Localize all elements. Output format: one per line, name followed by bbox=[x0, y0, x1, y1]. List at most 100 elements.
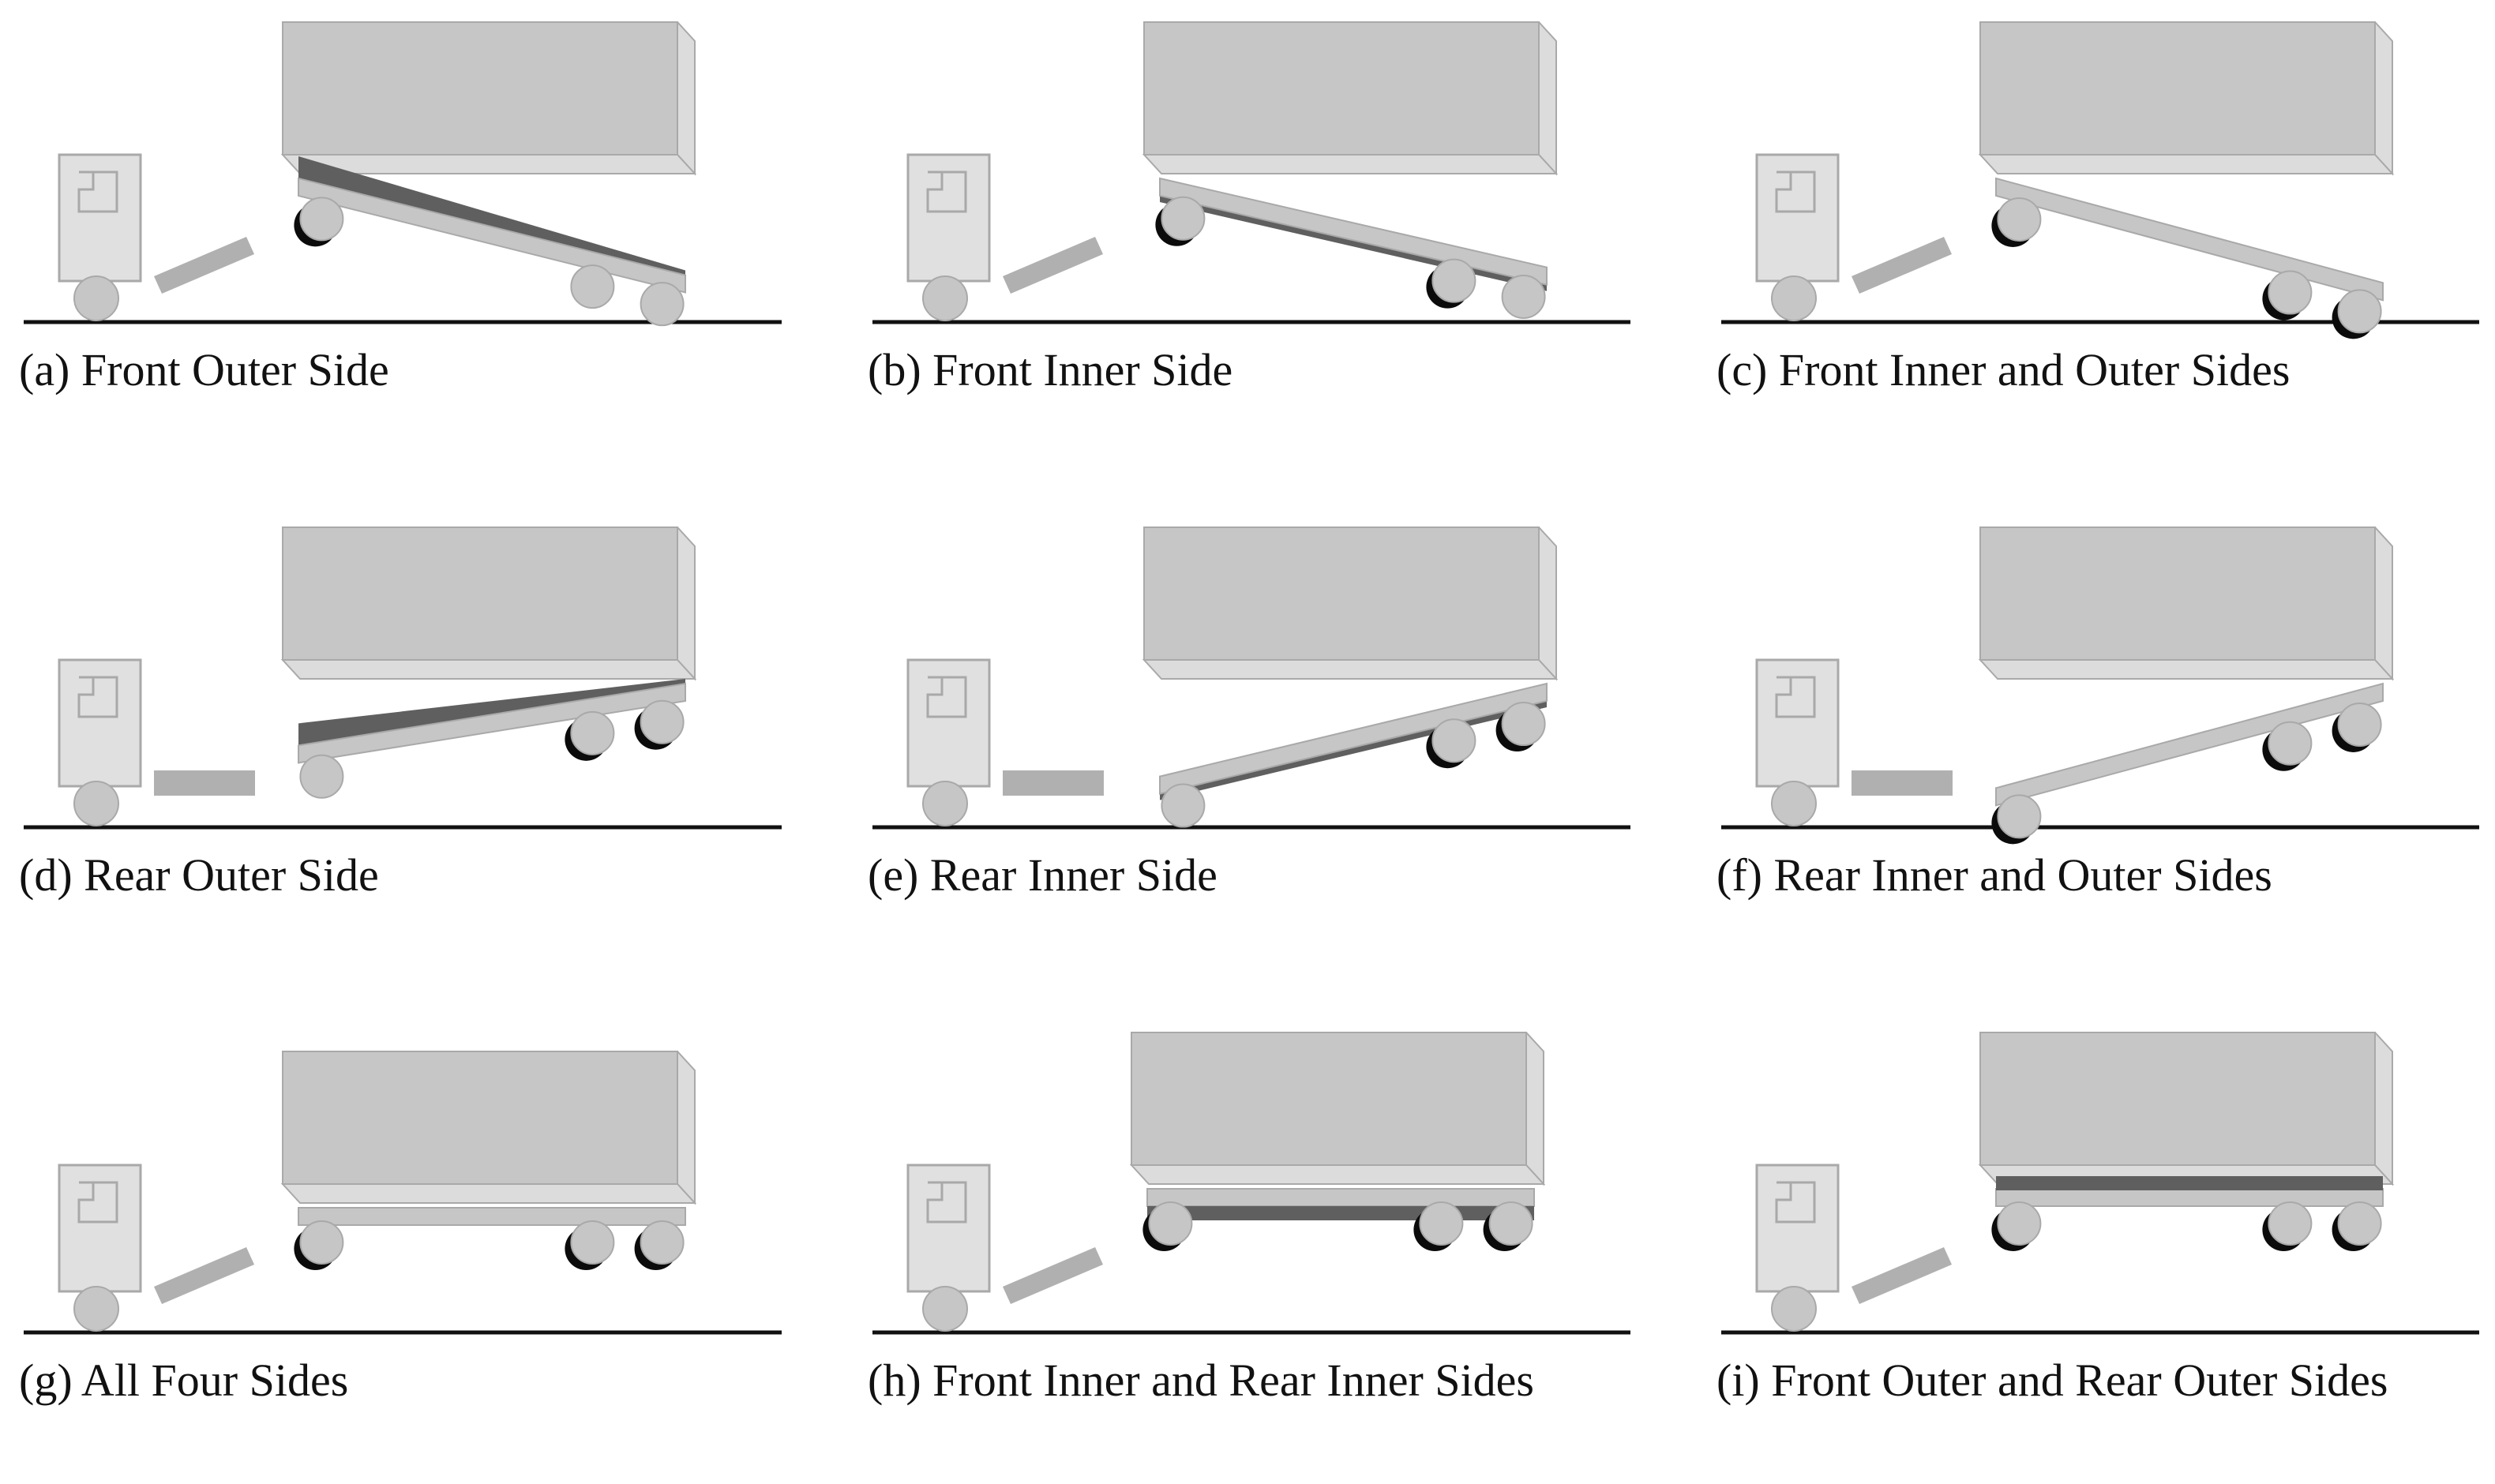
chassis-beam bbox=[1159, 177, 1548, 286]
cab-window bbox=[1775, 171, 1816, 213]
wheel bbox=[1997, 1201, 2042, 1246]
caption-h: (h) Front Inner and Rear Inner Sides bbox=[868, 1355, 1534, 1406]
chassis-beam bbox=[1146, 1188, 1535, 1207]
trailer-wheel bbox=[565, 710, 615, 761]
tractor-cab bbox=[1755, 153, 1840, 321]
trailer-wheel bbox=[634, 1220, 685, 1270]
cargo-box-bottom bbox=[280, 154, 697, 174]
wheel bbox=[2337, 289, 2382, 334]
cab-wheel bbox=[73, 275, 119, 321]
caption-e: (e) Rear Inner Side bbox=[868, 849, 1217, 901]
trailer bbox=[1142, 21, 1559, 319]
trailer-wheel bbox=[1142, 1201, 1193, 1251]
truck-illustration-a bbox=[24, 21, 782, 327]
caption-g: (g) All Four Sides bbox=[19, 1355, 349, 1406]
tractor-cab bbox=[906, 153, 991, 321]
wheel bbox=[1148, 1201, 1193, 1246]
chassis-beam bbox=[1995, 1188, 2384, 1207]
tractor-cab bbox=[58, 658, 142, 826]
panel-i: (i) Front Outer and Rear Outer Sides bbox=[1698, 1010, 2495, 1484]
cargo-box-bottom bbox=[280, 659, 697, 680]
cargo-box-bottom bbox=[1129, 1164, 1546, 1185]
wheel bbox=[1161, 783, 1206, 828]
wheel bbox=[570, 1220, 615, 1265]
wheel bbox=[1997, 197, 2042, 242]
cab-body bbox=[58, 1164, 142, 1293]
chassis-beam bbox=[1995, 682, 2384, 807]
wheel bbox=[299, 1220, 344, 1265]
wheel bbox=[1419, 1201, 1464, 1246]
wheel bbox=[1997, 794, 2042, 839]
trailer-wheel bbox=[570, 264, 615, 309]
cargo-box-bottom bbox=[1142, 154, 1559, 174]
cargo-box-front bbox=[1131, 1032, 1527, 1166]
trailer-wheel bbox=[1991, 1201, 2042, 1251]
caption-b: (b) Front Inner Side bbox=[868, 344, 1233, 395]
trailer bbox=[280, 1051, 697, 1270]
trailer-wheel bbox=[1426, 718, 1476, 769]
wheel bbox=[2268, 721, 2313, 766]
trailer bbox=[1129, 1032, 1546, 1251]
wheel bbox=[1431, 258, 1476, 303]
truck-illustration-e bbox=[872, 527, 1630, 830]
trailer-chassis bbox=[1159, 682, 1548, 800]
trailer-wheel bbox=[565, 1220, 615, 1270]
tractor-coupler bbox=[1852, 237, 1952, 294]
caption-c: (c) Front Inner and Outer Sides bbox=[1716, 344, 2291, 395]
cargo-box-bottom bbox=[1142, 659, 1559, 680]
panel-f: (f) Rear Inner and Outer Sides bbox=[1698, 505, 2495, 979]
trailer-wheel bbox=[1155, 196, 1206, 246]
tractor-coupler bbox=[154, 237, 254, 294]
trailer bbox=[280, 21, 697, 327]
trailer bbox=[1978, 21, 2395, 339]
truck-illustration-i bbox=[1721, 1032, 2479, 1335]
tractor-coupler bbox=[1003, 770, 1104, 796]
tractor-cab bbox=[58, 153, 142, 321]
trailer-wheel bbox=[2332, 1201, 2382, 1251]
caption-a: (a) Front Outer Side bbox=[19, 344, 389, 395]
cab-body bbox=[58, 658, 142, 788]
tractor-cab bbox=[906, 658, 991, 826]
cab-window bbox=[926, 676, 967, 718]
cab-window bbox=[1775, 1181, 1816, 1224]
trailer-wheel bbox=[1161, 783, 1206, 828]
cab-body bbox=[1755, 658, 1840, 788]
cab-body bbox=[906, 153, 991, 283]
trailer bbox=[1978, 527, 2395, 845]
chassis-shadow-band bbox=[1147, 1206, 1534, 1220]
cargo-box-front bbox=[1143, 527, 1540, 661]
wheel bbox=[640, 1220, 685, 1265]
trailer-chassis bbox=[1995, 177, 2384, 302]
cargo-box-bottom bbox=[1978, 154, 2395, 174]
trailer-wheel bbox=[1426, 258, 1476, 309]
cargo-box-front bbox=[1979, 21, 2376, 156]
wheel bbox=[640, 699, 685, 744]
cab-wheel bbox=[73, 1286, 119, 1332]
cab-wheel bbox=[922, 275, 968, 321]
truck-illustration-d bbox=[24, 527, 782, 830]
trailer-wheel bbox=[294, 197, 344, 247]
cab-window bbox=[77, 1181, 118, 1224]
cargo-box-front bbox=[1979, 1032, 2376, 1166]
cargo-box-bottom bbox=[280, 1183, 697, 1204]
wheel bbox=[2268, 270, 2313, 315]
figure-canvas: (a) Front Outer Side (b) Front Inner Side… bbox=[19, 21, 2495, 1406]
chassis-shadow-band bbox=[1996, 1176, 2383, 1190]
tractor-coupler bbox=[1852, 1247, 1952, 1304]
trailer-wheel bbox=[640, 282, 685, 327]
tractor-cab bbox=[1755, 658, 1840, 826]
chassis-beam bbox=[1159, 682, 1548, 795]
cab-body bbox=[1755, 153, 1840, 283]
trailer-wheel bbox=[1483, 1201, 1533, 1251]
trailer bbox=[1142, 527, 1559, 828]
trailer bbox=[1978, 1032, 2395, 1251]
tractor-cab bbox=[1755, 1164, 1840, 1332]
tractor-cab bbox=[906, 1164, 991, 1332]
wheel bbox=[1431, 718, 1476, 763]
cab-window bbox=[77, 171, 118, 213]
truck-illustration-c bbox=[1721, 21, 2479, 339]
panel-h: (h) Front Inner and Rear Inner Sides bbox=[849, 1010, 1701, 1484]
cab-window bbox=[926, 171, 967, 213]
caption-d: (d) Rear Outer Side bbox=[19, 849, 379, 901]
cargo-box-front bbox=[1979, 527, 2376, 661]
